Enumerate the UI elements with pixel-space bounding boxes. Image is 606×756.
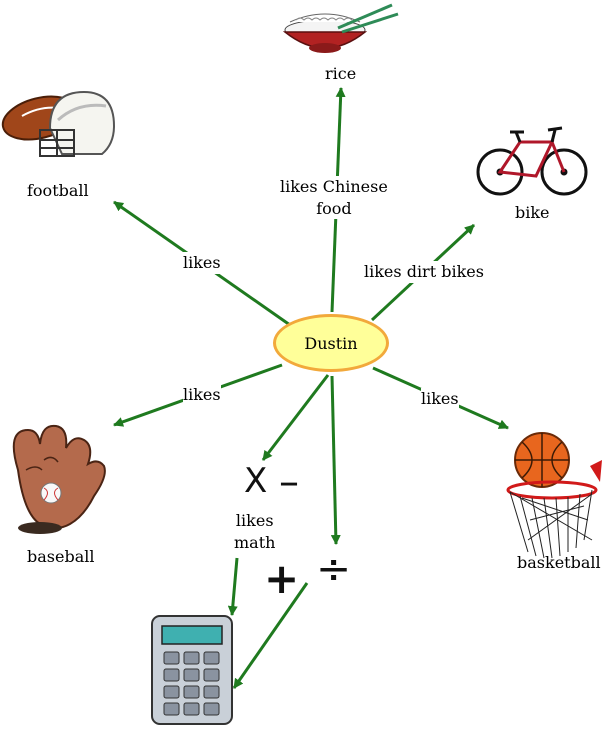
node-label-rice: rice [325, 64, 357, 83]
edge-label-math: likes math [234, 510, 276, 554]
node-label-basketball: basketball [517, 553, 601, 572]
edge-label-football: likes [183, 252, 221, 274]
arrow-divide-to-calculator [232, 582, 309, 689]
calculator-icon [151, 615, 233, 725]
center-label: Dustin [304, 333, 358, 353]
calculator-key [183, 702, 200, 716]
arrow-math-to-calculator [227, 557, 239, 616]
node-label-baseball: baseball [27, 547, 95, 566]
calculator-key [183, 668, 200, 682]
calculator-key [203, 668, 220, 682]
center-node-dustin: Dustin [273, 314, 389, 372]
calculator-key [203, 702, 220, 716]
arrow-to-times [261, 374, 330, 461]
edge-label-basketball: likes [421, 388, 459, 410]
times-symbol: X [244, 461, 268, 501]
rice-bowl-icon [282, 3, 399, 53]
calculator-key [183, 685, 200, 699]
calculator-key [163, 651, 180, 665]
calculator-key [163, 685, 180, 699]
calculator-key [163, 702, 180, 716]
edge-label-baseball: likes [183, 384, 221, 406]
node-label-football: football [27, 181, 89, 200]
edge-label-rice: likes Chinese food [280, 176, 388, 220]
edge-label-math-line2: math [234, 532, 276, 552]
edge-label-rice-line2: food [316, 198, 352, 218]
calculator-key [163, 668, 180, 682]
node-label-bike: bike [515, 203, 550, 222]
edge-label-math-line1: likes [235, 511, 274, 530]
calculator-key [203, 685, 220, 699]
minus-symbol: – [279, 459, 299, 505]
divide-symbol: ÷ [316, 544, 352, 593]
plus-symbol: + [264, 554, 300, 603]
edge-label-rice-line1: likes Chinese [280, 177, 388, 196]
edge-label-bike: likes dirt bikes [364, 261, 484, 283]
football-helmet-icon [1, 90, 116, 157]
calculator-key [203, 651, 220, 665]
basketball-hoop-icon [506, 432, 602, 559]
arrow-to-divide [330, 375, 341, 545]
baseball-glove-icon [12, 424, 106, 534]
bicycle-icon [476, 126, 588, 196]
calculator-key [183, 651, 200, 665]
